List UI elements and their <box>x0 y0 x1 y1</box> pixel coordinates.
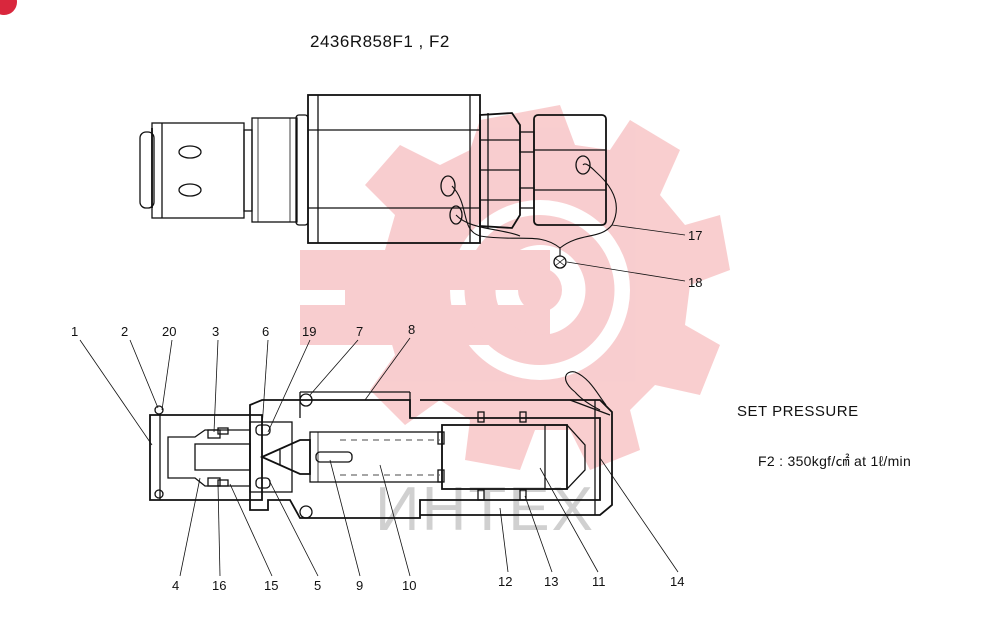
part-label-2: 2 <box>121 324 128 339</box>
part-label-10: 10 <box>402 578 416 593</box>
watermark-text: ИНТЕХ <box>375 475 595 544</box>
part-number-labels: 1 2 20 3 6 19 7 8 4 16 15 5 9 10 12 13 1… <box>71 228 702 593</box>
set-pressure-spec: F2 : 350kgf/㎠ at 1ℓ/min <box>758 453 911 469</box>
part-label-1: 1 <box>71 324 78 339</box>
diagram-title: 2436R858F1 , F2 <box>310 32 450 51</box>
top-external-view <box>139 94 617 269</box>
part-label-19: 19 <box>302 324 316 339</box>
part-label-6: 6 <box>262 324 269 339</box>
part-label-15: 15 <box>264 578 278 593</box>
part-label-14: 14 <box>670 574 684 589</box>
set-pressure-heading: SET PRESSURE <box>737 403 859 420</box>
callout-leaders <box>79 337 679 577</box>
part-label-16: 16 <box>212 578 226 593</box>
cross-section-view <box>149 371 613 519</box>
part-label-9: 9 <box>356 578 363 593</box>
part-label-5: 5 <box>314 578 321 593</box>
part-label-3: 3 <box>212 324 219 339</box>
part-label-4: 4 <box>172 578 179 593</box>
part-label-20: 20 <box>162 324 176 339</box>
watermark-gear-logo <box>300 105 730 470</box>
corner-badge <box>0 0 17 15</box>
part-label-18: 18 <box>688 275 702 290</box>
part-label-11: 11 <box>592 574 606 589</box>
part-label-12: 12 <box>498 574 512 589</box>
part-label-17: 17 <box>688 228 702 243</box>
part-label-8: 8 <box>408 322 415 337</box>
part-label-7: 7 <box>356 324 363 339</box>
part-label-13: 13 <box>544 574 558 589</box>
